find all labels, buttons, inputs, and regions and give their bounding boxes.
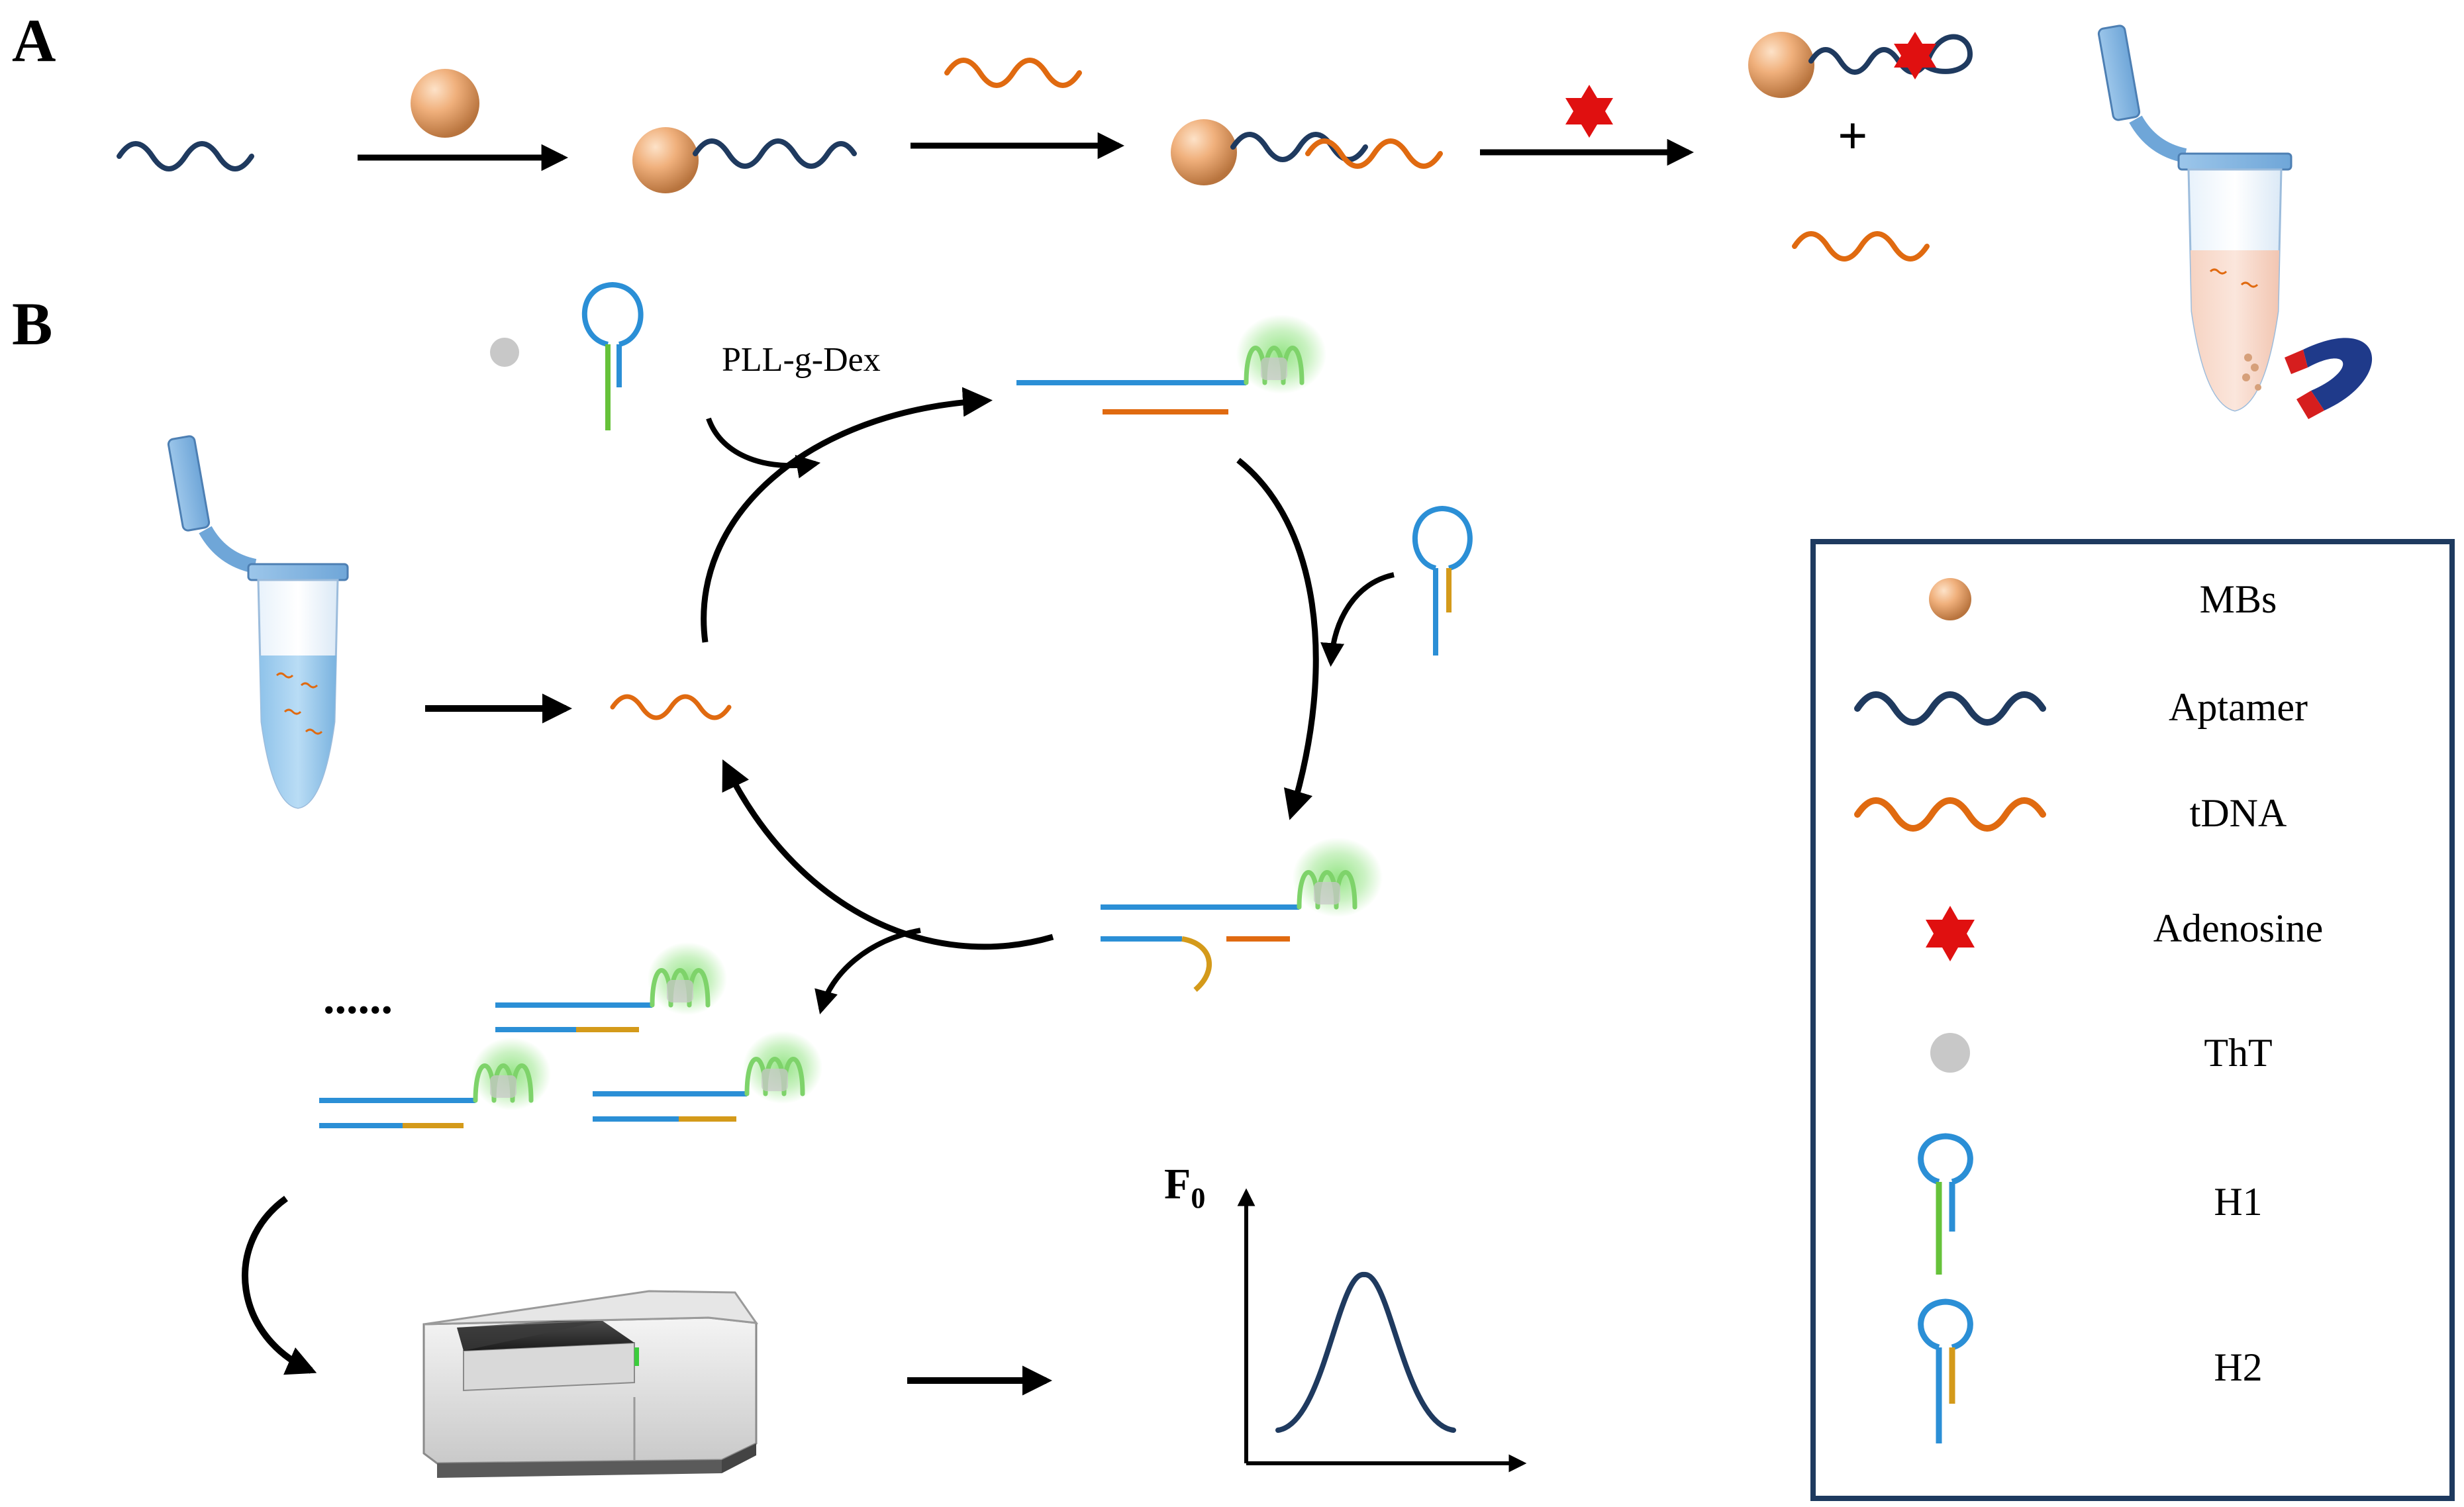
h1-h2-duplex-product [495,942,727,1032]
magnetic-bead [1171,119,1237,185]
panel-a-label: A [12,7,56,74]
tdna-strand [944,58,1082,88]
fluorescence-spectrometer [422,1290,759,1478]
legend-h2-label: H2 [2214,1345,2262,1389]
h1-h2-complex [1101,838,1383,993]
cycle-arrow [701,387,993,643]
aptamer-strand [693,138,857,169]
h1-h2-duplex-product [319,1038,551,1128]
h1-h2-duplex-product [593,1031,822,1122]
legend-tdna-label: tDNA [2190,791,2287,835]
curved-arrow [814,928,921,1014]
curved-arrow [1320,572,1395,667]
legend-adenosine-icon [1926,906,1975,961]
plus-sign: + [1838,107,1868,166]
cycle-arrow [722,759,1054,950]
legend-tht-label: ThT [2204,1031,2272,1075]
fluorescence-plot: F0 [1164,1160,1527,1473]
fluorescence-peak [1275,1272,1456,1433]
plot-ylabel-main: F [1164,1160,1191,1208]
reagent-label: PLL-g-Dex [722,341,881,379]
legend-box [1810,539,2455,1501]
adenosine-star [1894,32,1936,79]
panel-b-label: B [12,290,52,358]
magnetic-bead [411,69,479,138]
tube-with-magnet [2097,24,2373,419]
legend-h1-icon [1918,1133,1973,1275]
curved-arrow [242,1195,317,1375]
legend-h1-label: H1 [2214,1180,2262,1224]
legend-aptamer-label: Aptamer [2169,685,2308,729]
aptamer-strand [1808,34,1973,75]
legend-aptamer-icon [1854,691,2046,726]
sample-tube [167,435,349,809]
h1-tdna-complex [1016,315,1326,414]
ellipsis: ...... [323,973,393,1024]
tdna-strand [1792,231,1930,262]
cycle-arrow [1236,458,1319,820]
aptamer-strand [117,141,254,171]
legend-adenosine-label: Adenosine [2153,906,2324,950]
legend-mbs-icon [1929,578,1971,620]
legend-h2-icon [1918,1298,1973,1443]
magnetic-bead [1748,32,1814,98]
legend-tht-icon [1930,1033,1970,1073]
plot-ylabel: F0 [1164,1160,1205,1214]
legend-mbs-label: MBs [2200,577,2277,621]
legend-tdna-icon [1854,797,2046,832]
plot-ylabel-sub: 0 [1191,1182,1205,1214]
tdna-strand [1305,138,1443,169]
adenosine-star [1565,85,1613,138]
h1-hairpin [581,281,644,430]
tdna-strand [610,694,732,720]
curved-arrow [706,417,821,479]
magnetic-bead [632,127,699,193]
tht-dye [490,338,519,367]
h2-hairpin [1412,505,1473,656]
